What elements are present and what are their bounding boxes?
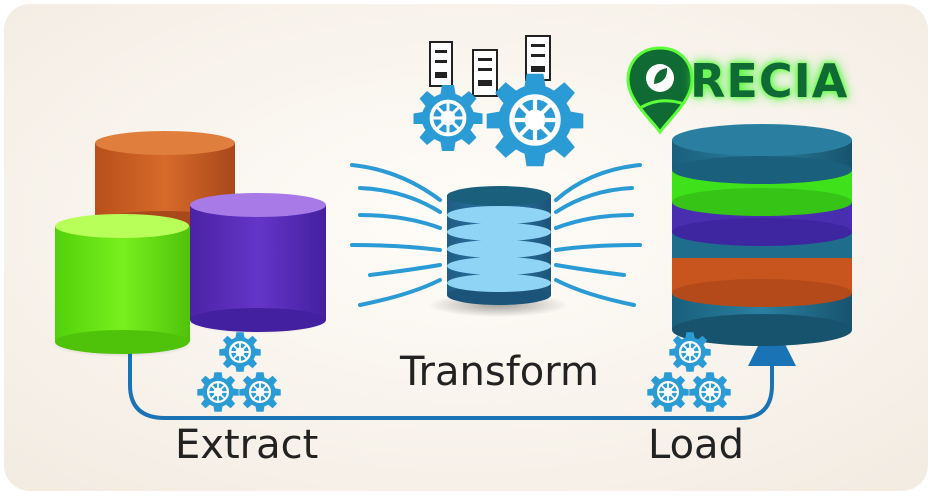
source-db-green [55, 214, 190, 354]
gear-icon [411, 83, 485, 153]
load-label: Load [648, 422, 744, 468]
brand-logo [626, 46, 694, 135]
target-warehouse [672, 124, 852, 346]
gear-icon [646, 371, 690, 413]
extract-label: Extract [175, 422, 319, 468]
source-db-purple [190, 193, 326, 332]
transform-stage [350, 35, 642, 317]
flow-lines [350, 163, 642, 307]
gear-icon [238, 371, 282, 413]
gear-icon [487, 74, 584, 166]
gear-icon [668, 331, 712, 373]
source-databases [52, 131, 326, 357]
brand-name: RECIA [690, 54, 849, 108]
leaf-icon [654, 68, 668, 84]
flow-arrow [128, 318, 796, 420]
gear-icon [688, 371, 732, 413]
transform-label: Transform [400, 349, 599, 395]
server-icon [525, 35, 551, 81]
server-icon [472, 49, 498, 97]
server-icon [429, 41, 453, 87]
transform-db [447, 186, 551, 305]
gear-icon [196, 371, 240, 413]
gear-icon [218, 331, 262, 373]
